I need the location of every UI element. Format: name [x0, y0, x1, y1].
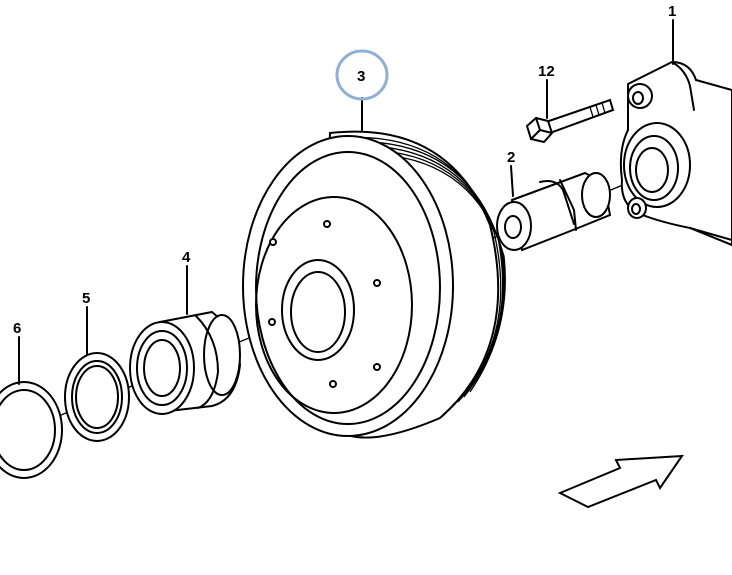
- callout-part-3: 3: [357, 68, 365, 85]
- bushing: [496, 171, 612, 252]
- housing-bracket: [619, 60, 732, 247]
- crankshaft-pulley: [242, 130, 506, 439]
- seal-ring: [64, 352, 130, 442]
- callout-part-2: 2: [507, 149, 515, 166]
- bolt: [525, 98, 615, 144]
- o-ring: [0, 381, 63, 479]
- callout-part-1: 1: [668, 3, 676, 20]
- leader-part-2: [510, 165, 514, 197]
- direction-arrow: [557, 454, 684, 509]
- spacer-sleeve: [129, 310, 242, 415]
- callout-part-4: 4: [182, 249, 191, 266]
- callout-part-6: 6: [13, 320, 21, 337]
- callout-part-5: 5: [82, 290, 90, 307]
- callout-part-12: 12: [538, 63, 555, 80]
- highlight-circle: [335, 49, 389, 101]
